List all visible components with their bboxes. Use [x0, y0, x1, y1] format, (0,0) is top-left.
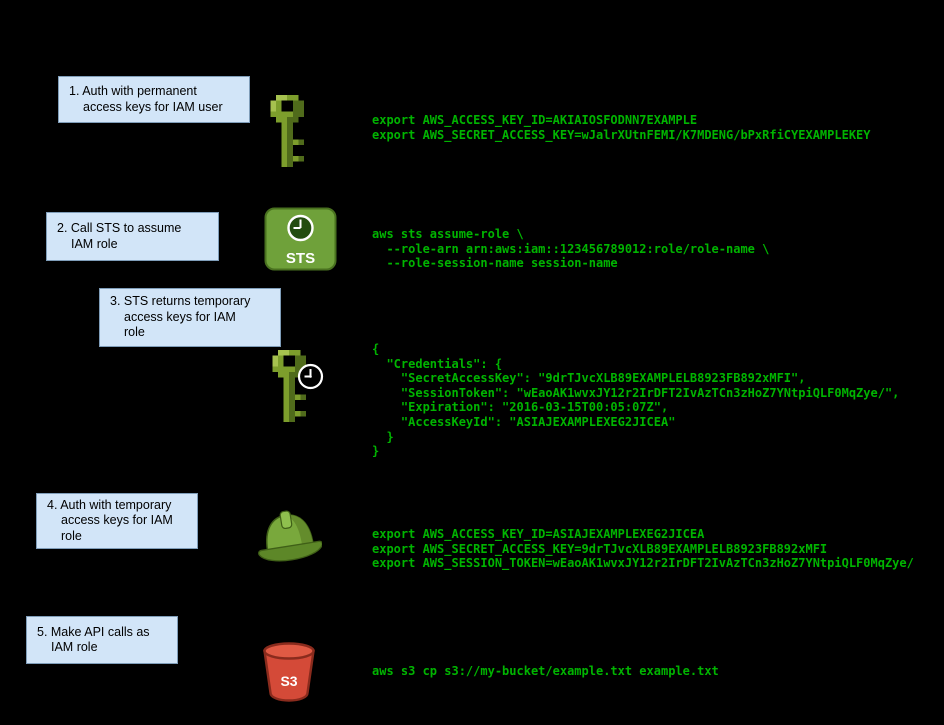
sts-service-icon: STS [264, 207, 337, 276]
s3-label: S3 [280, 673, 297, 689]
step-4-box: 4. Auth with temporary access keys for I… [36, 493, 198, 549]
clock-badge-icon [297, 363, 324, 395]
step-2-label: 2. Call STS to assume IAM role [57, 221, 182, 251]
step-2-box: 2. Call STS to assume IAM role [46, 212, 219, 261]
step-5-code: aws s3 cp s3://my-bucket/example.txt exa… [372, 664, 719, 678]
clock-icon [287, 214, 314, 242]
iam-access-key-icon [265, 95, 315, 167]
sts-label: STS [286, 250, 315, 267]
step-3-label: 3. STS returns temporary access keys for… [110, 294, 251, 340]
step-5-label: 5. Make API calls as IAM role [37, 624, 150, 655]
s3-bucket-icon: S3 [260, 640, 318, 707]
pixel-key-icon [270, 95, 304, 167]
step-4-label: 4. Auth with temporary access keys for I… [47, 497, 173, 543]
hardhat-icon [258, 510, 323, 562]
step-1-box: 1. Auth with permanent access keys for I… [58, 76, 250, 123]
step-3-box: 3. STS returns temporary access keys for… [99, 288, 281, 347]
step-2-code: aws sts assume-role \ --role-arn arn:aws… [372, 227, 770, 271]
temporary-credentials-key-icon [267, 350, 324, 422]
bucket-icon: S3 [263, 642, 315, 702]
step-4-code: export AWS_ACCESS_KEY_ID=ASIAJEXAMPLEXEG… [372, 527, 914, 571]
pixel-key-icon [272, 350, 306, 422]
sts-badge: STS [264, 207, 337, 271]
step-5-box: 5. Make API calls as IAM role [26, 616, 178, 664]
iam-role-hardhat-icon [256, 505, 323, 572]
step-3-code: { "Credentials": { "SecretAccessKey": "9… [372, 342, 900, 459]
step-1-code: export AWS_ACCESS_KEY_ID=AKIAIOSFODNN7EX… [372, 113, 871, 142]
step-1-label: 1. Auth with permanent access keys for I… [69, 84, 223, 114]
